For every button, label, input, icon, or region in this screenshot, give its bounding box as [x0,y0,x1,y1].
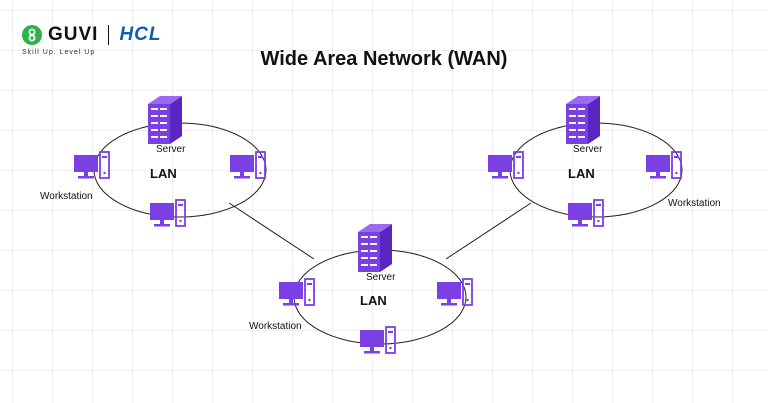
workstation-icon [359,326,396,355]
workstation-icon [278,278,315,307]
workstation-icon [567,199,604,228]
workstation-icon [73,151,110,180]
server-icon [358,224,392,272]
hcl-wordmark: HCL [119,24,162,45]
guvi-logo-icon [22,25,42,45]
server-label: Server [366,272,396,283]
server-icon [148,96,182,144]
workstation-icon [487,151,524,180]
brand-tagline: Skill Up. Level Up [22,49,96,56]
server-icon [566,96,600,144]
workstation-icon [645,151,682,180]
diagram-title: Wide Area Network (WAN) [260,48,508,70]
server-label: Server [573,144,603,155]
brand-divider [108,25,110,45]
server-label: Server [156,144,186,155]
workstation-label: Workstation [40,191,93,202]
lan-label: LAN [150,166,177,181]
brand-logo: GUVI HCL Skill Up. Level Up [22,24,162,56]
guvi-wordmark: GUVI [48,24,99,45]
workstation-label: Workstation [668,198,721,209]
workstation-label: Workstation [249,321,302,332]
lan-label: LAN [360,293,387,308]
lan-label: LAN [568,166,595,181]
workstation-icon [229,151,266,180]
workstation-icon [436,278,473,307]
wan-link-left [228,202,315,260]
wan-link-right [445,202,532,260]
workstation-icon [149,199,186,228]
